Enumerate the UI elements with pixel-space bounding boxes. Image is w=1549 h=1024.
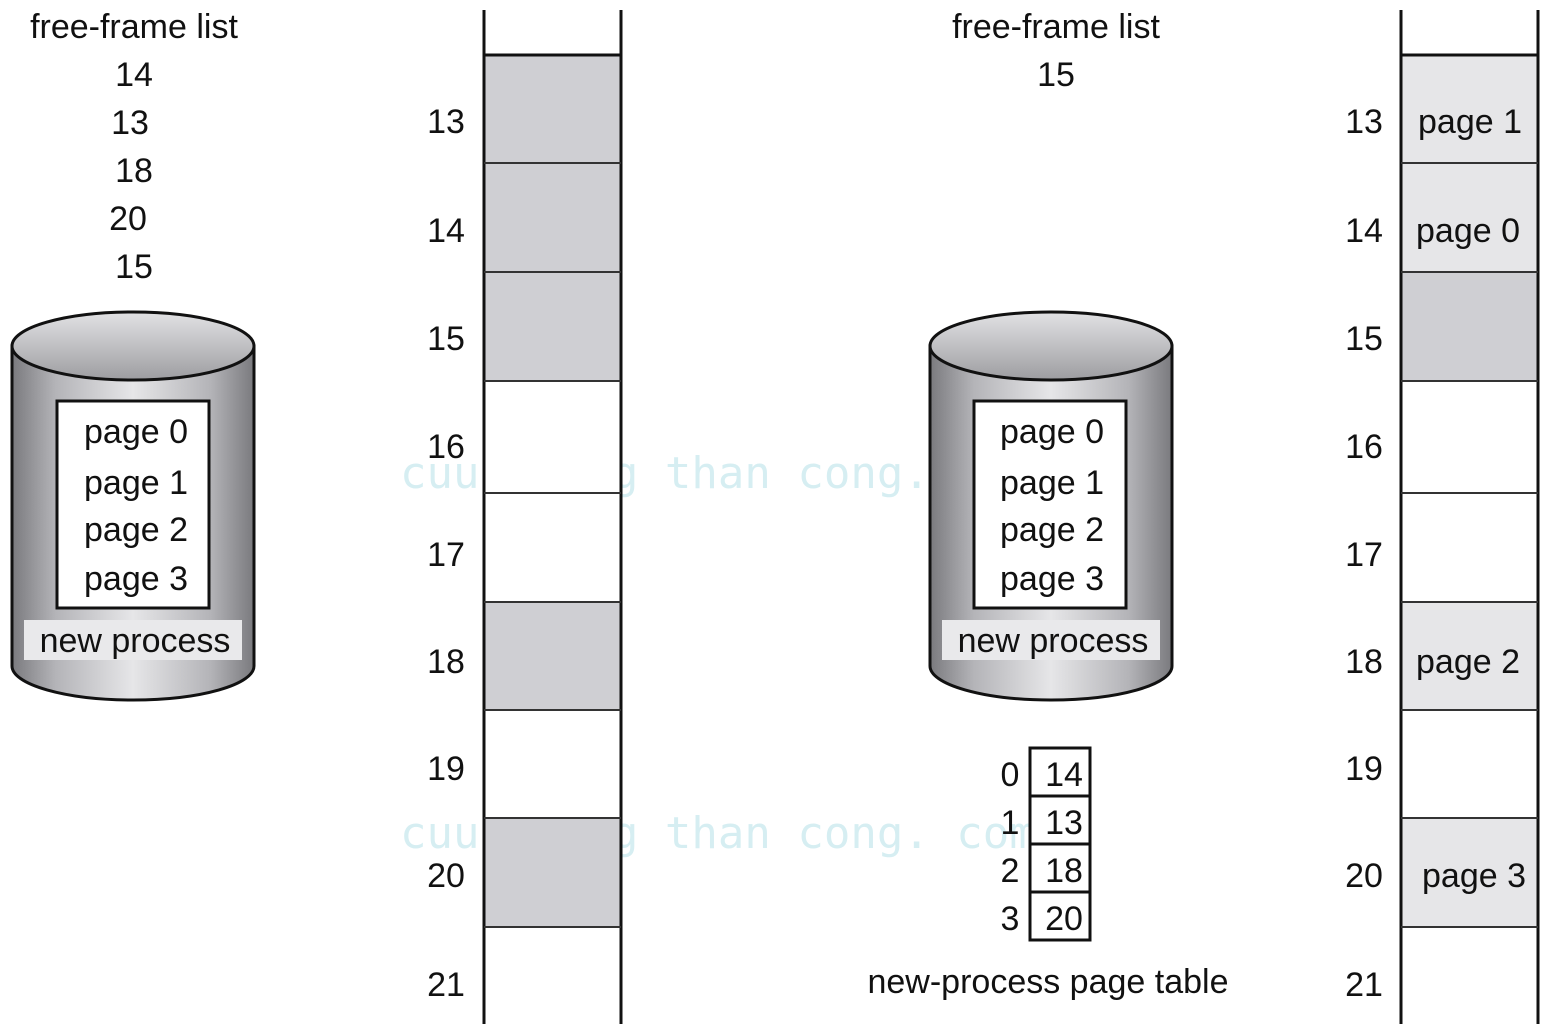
disk-page-label: page 1 (1000, 464, 1104, 502)
free-frame-list-title: free-frame list (30, 8, 238, 46)
frame-content: page 2 (1416, 643, 1520, 681)
disk-label: new process (958, 622, 1149, 660)
memory-frame (484, 493, 621, 602)
disk-label: new process (40, 622, 231, 660)
frame-number: 19 (1345, 750, 1383, 788)
frame-content: page 0 (1416, 212, 1520, 250)
frame-number: 14 (427, 212, 465, 250)
page-table-index: 3 (1001, 900, 1020, 938)
memory-frame (484, 272, 621, 381)
frame-number: 13 (1345, 103, 1383, 141)
frame-number: 16 (1345, 428, 1383, 466)
memory-frame (484, 55, 621, 163)
frame-number: 18 (1345, 643, 1383, 681)
free-frame-item: 14 (115, 56, 153, 94)
page-table-frame: 14 (1045, 756, 1083, 794)
frame-number: 19 (427, 750, 465, 788)
memory-frame (1401, 381, 1538, 493)
frame-number: 17 (1345, 536, 1383, 574)
disk-page-label: page 2 (1000, 511, 1104, 549)
disk-label-bg (942, 620, 1160, 660)
disk-label-bg (24, 620, 242, 660)
before-allocation: free-frame list 14 13 18 20 15 page 0 pa… (10, 8, 623, 1024)
memory-frame (484, 602, 621, 710)
memory-frame (1401, 55, 1538, 163)
frame-content: page 1 (1418, 103, 1522, 141)
frame-number: 21 (1345, 966, 1383, 1004)
frame-number: 18 (427, 643, 465, 681)
page-table-index: 2 (1001, 852, 1020, 890)
memory-frame (484, 927, 621, 1024)
free-frame-item: 15 (115, 248, 153, 286)
disk-page-label: page 0 (1000, 413, 1104, 451)
free-frame-item: 15 (1037, 56, 1075, 94)
frame-number: 20 (427, 857, 465, 895)
page-table-index: 1 (1001, 804, 1020, 842)
memory-frame (1401, 272, 1538, 381)
disk-cylinder: page 0 page 1 page 2 page 3 new process (928, 310, 1174, 702)
page-table-caption: new-process page table (867, 963, 1228, 1001)
page-table-frame: 18 (1045, 852, 1083, 890)
frame-number: 14 (1345, 212, 1383, 250)
frame-number: 17 (427, 536, 465, 574)
memory-frame (1401, 927, 1538, 1024)
frame-number: 15 (427, 320, 465, 358)
memory-column: page 1 page 0 page 2 page 3 13 14 15 16 … (1345, 10, 1540, 1024)
disk-page-label: page 0 (84, 413, 188, 451)
free-frame-list: 14 13 18 20 15 (109, 56, 153, 286)
free-frame-list-title: free-frame list (952, 8, 1160, 46)
disk-page-label: page 2 (84, 511, 188, 549)
page-table: 0 1 2 3 14 13 18 20 new-process page tab… (867, 746, 1229, 1001)
free-frame-item: 18 (115, 152, 153, 190)
memory-column: 13 14 15 16 17 18 19 20 21 (427, 10, 623, 1024)
memory-frame (1401, 493, 1538, 602)
memory-frame (1401, 602, 1538, 710)
page-table-frame: 13 (1045, 804, 1083, 842)
memory-frame (484, 818, 621, 927)
free-frame-item: 20 (109, 200, 147, 238)
frame-number: 13 (427, 103, 465, 141)
memory-frame (1401, 818, 1538, 927)
frame-number: 16 (427, 428, 465, 466)
page-table-cell (1028, 890, 1092, 942)
frame-content: page 3 (1422, 857, 1526, 895)
page-table-cell (1028, 746, 1092, 798)
disk-page-label: page 3 (84, 560, 188, 598)
memory-frame (484, 381, 621, 493)
page-box (972, 399, 1128, 610)
memory-frame (484, 163, 621, 272)
disk-page-label: page 1 (84, 464, 188, 502)
frame-number: 15 (1345, 320, 1383, 358)
page-box (55, 399, 211, 610)
disk-page-label: page 3 (1000, 560, 1104, 598)
disk-cylinder: page 0 page 1 page 2 page 3 new process (10, 310, 256, 702)
frame-number: 20 (1345, 857, 1383, 895)
page-table-index: 0 (1001, 756, 1020, 794)
free-frame-item: 13 (111, 104, 149, 142)
memory-frame (484, 710, 621, 818)
frame-number: 21 (427, 966, 465, 1004)
memory-frame (1401, 710, 1538, 818)
page-table-cell (1028, 794, 1092, 846)
page-table-frame: 20 (1045, 900, 1083, 938)
memory-frame (1401, 163, 1538, 272)
after-allocation: free-frame list 15 page 0 page 1 page 2 … (867, 8, 1540, 1024)
